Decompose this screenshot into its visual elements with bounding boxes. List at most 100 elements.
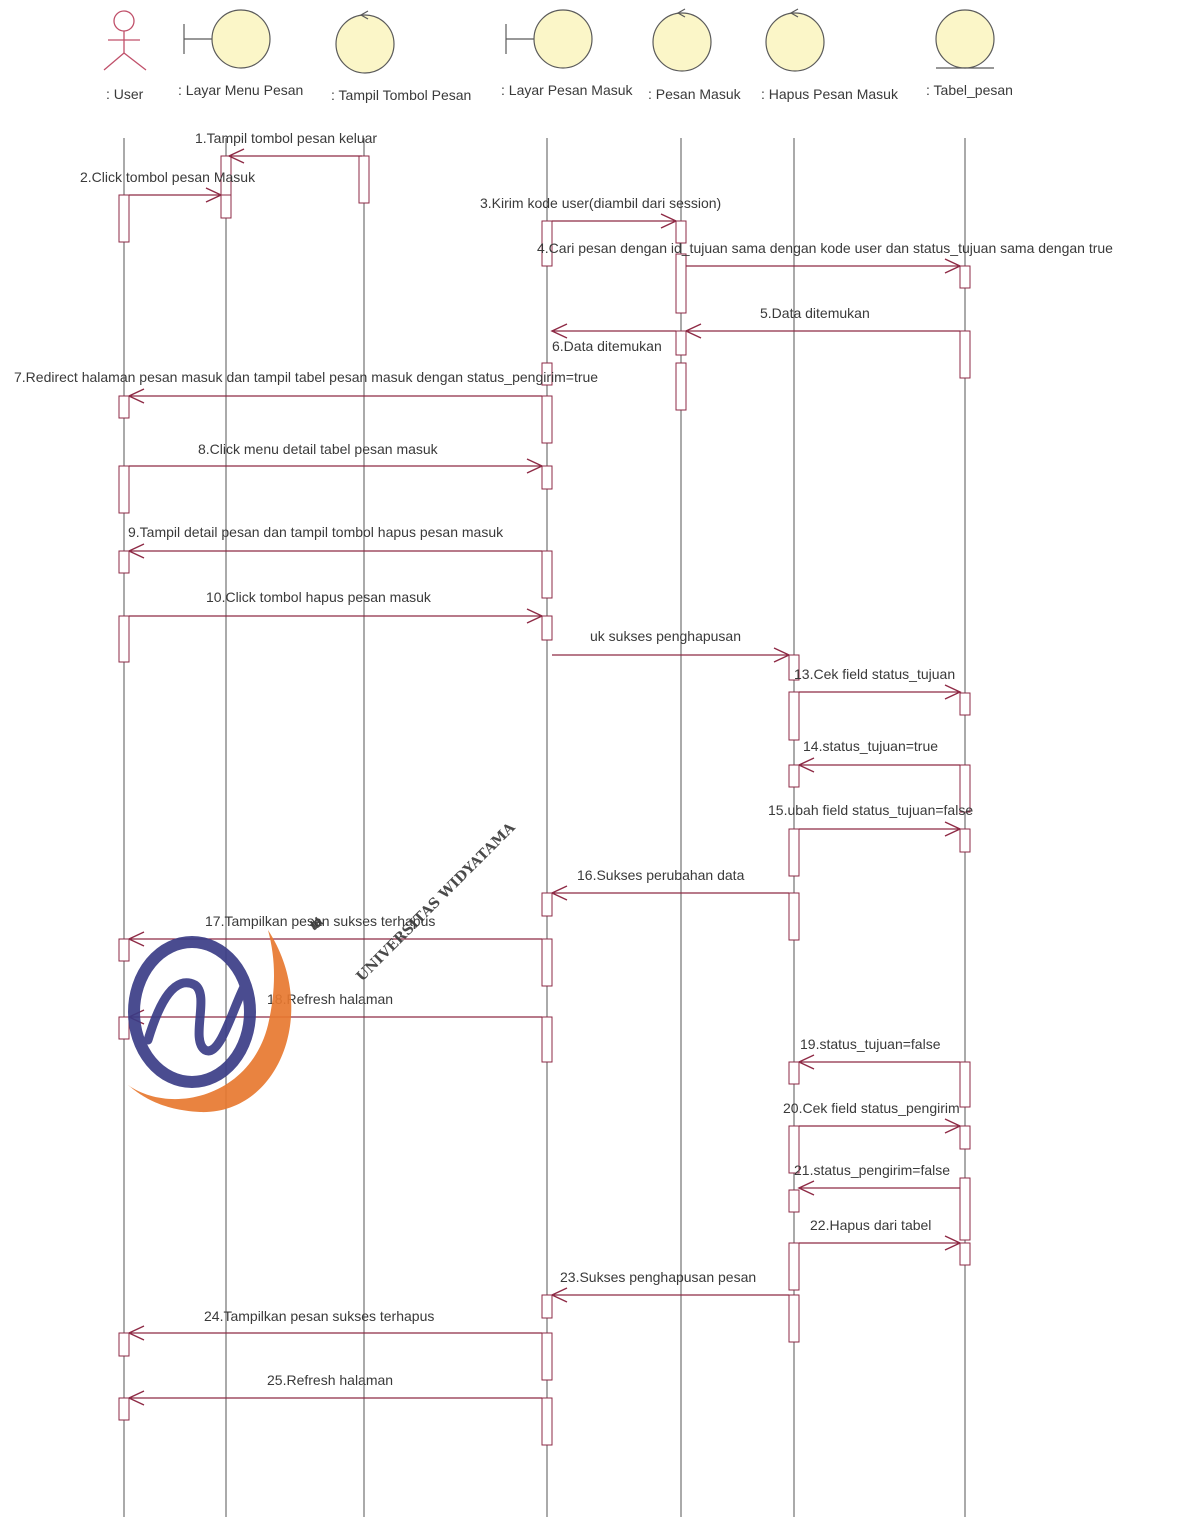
activation-bar	[118, 550, 130, 574]
message-label: 18.Refresh halaman	[267, 991, 393, 1007]
message-11: uk sukses penghapusan	[552, 628, 791, 663]
message-23: 23.Sukses penghapusan pesan	[550, 1269, 789, 1303]
activation-bar	[541, 615, 553, 641]
activation-bar	[118, 395, 130, 419]
participant-label-layar-pesan-masuk: : Layar Pesan Masuk	[501, 82, 634, 98]
message-20: 20.Cek field status_pengirim	[783, 1100, 962, 1134]
message-arrow-head	[944, 1118, 962, 1134]
activation-bar	[118, 938, 130, 962]
activation-bar	[118, 1397, 130, 1421]
message-arrow-head	[127, 1325, 145, 1341]
message-arrow-head	[797, 757, 815, 773]
activation-bar	[675, 253, 687, 314]
participant-label-user: : User	[106, 86, 144, 102]
message-label: 25.Refresh halaman	[267, 1372, 393, 1388]
message-label: 22.Hapus dari tabel	[810, 1217, 931, 1233]
message-15: 15.ubah field status_tujuan=false	[768, 802, 973, 837]
message-21: 21.status_pengirim=false	[794, 1162, 960, 1196]
message-label: uk sukses penghapusan	[590, 628, 741, 644]
activation-bar	[541, 1294, 553, 1319]
message-arrow-head	[773, 647, 791, 663]
message-label: 15.ubah field status_tujuan=false	[768, 802, 973, 818]
message-label: 23.Sukses penghapusan pesan	[560, 1269, 756, 1285]
message-arrow-head	[127, 388, 145, 404]
activation-bar	[959, 828, 971, 853]
message-14: 14.status_tujuan=true	[797, 738, 960, 773]
activation-bar	[788, 654, 800, 681]
watermark-ring-text: UNIVERSITAS WIDYATAMA	[354, 819, 520, 985]
message-label: 17.Tampilkan pesan sukses terhapus	[205, 913, 435, 929]
message-arrow-head	[944, 821, 962, 837]
activation-bar	[541, 892, 553, 917]
message-label: 21.status_pengirim=false	[794, 1162, 950, 1178]
activation-bar	[788, 1242, 800, 1291]
message-label: 13.Cek field status_tujuan	[794, 666, 955, 682]
activation-bar	[541, 938, 553, 987]
message-label: 2.Click tombol pesan Masuk	[80, 169, 256, 185]
activation-bar	[118, 465, 130, 514]
activation-bar	[675, 220, 687, 244]
activation-bar	[788, 1061, 800, 1085]
activation-bar	[118, 1332, 130, 1357]
activation-bar	[959, 764, 971, 813]
message-22: 22.Hapus dari tabel	[799, 1217, 962, 1251]
activation-bar	[541, 220, 553, 267]
message-arrow-head	[127, 1390, 145, 1406]
message-arrow-head	[550, 323, 568, 339]
activation-bar	[541, 1016, 553, 1063]
messages: 1.Tampil tombol pesan keluar 2.Click tomb…	[14, 130, 1113, 1406]
message-label: 16.Sukses perubahan data	[577, 867, 745, 883]
activation-bar	[541, 1397, 553, 1446]
activation-bar	[788, 764, 800, 788]
activation-bar	[541, 1332, 553, 1381]
control-tampil-tombol-pesan-icon	[335, 10, 395, 74]
message-5: 5.Data ditemukan	[684, 305, 960, 339]
activation-bar	[675, 362, 687, 411]
activation-bar	[118, 615, 130, 663]
activation-bar	[959, 1242, 971, 1266]
participant-label-hapus-pesan-masuk: : Hapus Pesan Masuk	[761, 86, 899, 102]
message-arrow-head	[944, 684, 962, 700]
activation-bar	[788, 1294, 800, 1343]
message-label: 1.Tampil tombol pesan keluar	[195, 130, 377, 146]
message-arrow-head	[227, 148, 245, 164]
message-4: 4.Cari pesan dengan id_tujuan sama denga…	[537, 240, 1113, 274]
message-arrow-head	[205, 187, 223, 203]
message-arrow-head	[660, 213, 678, 229]
activation-bar	[118, 1016, 130, 1040]
message-9: 9.Tampil detail pesan dan tampil tombol …	[127, 524, 542, 559]
message-label: 4.Cari pesan dengan id_tujuan sama denga…	[537, 240, 1113, 256]
message-label: 14.status_tujuan=true	[803, 738, 938, 754]
activation-bar	[788, 892, 800, 941]
activation-bar	[959, 1061, 971, 1108]
activation-bar	[959, 330, 971, 379]
message-24: 24.Tampilkan pesan sukses terhapus	[127, 1308, 542, 1341]
activation-bar	[788, 828, 800, 877]
activation-bar	[675, 330, 687, 356]
participant-heads: : User : Layar Menu Pesan : Tampil Tombo…	[103, 8, 1013, 103]
message-label: 5.Data ditemukan	[760, 305, 870, 321]
message-8: 8.Click menu detail tabel pesan masuk	[129, 441, 544, 474]
activation-bars	[118, 155, 971, 1446]
message-arrow-head	[550, 885, 568, 901]
message-2: 2.Click tombol pesan Masuk	[80, 169, 256, 203]
message-18: 18.Refresh halaman	[127, 991, 542, 1025]
boundary-layar-menu-pesan-icon	[183, 9, 271, 69]
message-arrow-head	[526, 458, 544, 474]
activation-bar	[959, 1177, 971, 1241]
message-3: 3.Kirim kode user(diambil dari session)	[480, 195, 721, 229]
message-label: 10.Click tombol hapus pesan masuk	[206, 589, 432, 605]
activation-bar	[788, 691, 800, 741]
message-label: 24.Tampilkan pesan sukses terhapus	[204, 1308, 434, 1324]
activation-bar	[959, 692, 971, 716]
activation-bar	[959, 265, 971, 289]
activation-bar	[541, 395, 553, 444]
activation-bar	[959, 1125, 971, 1150]
participant-label-tampil-tombol-pesan: : Tampil Tombol Pesan	[331, 87, 471, 103]
message-arrow-head	[550, 1287, 568, 1303]
message-arrow-head	[944, 258, 962, 274]
message-6: 6.Data ditemukan	[550, 323, 676, 354]
message-label: 8.Click menu detail tabel pesan masuk	[198, 441, 439, 457]
message-label: 7.Redirect halaman pesan masuk dan tampi…	[14, 369, 598, 385]
